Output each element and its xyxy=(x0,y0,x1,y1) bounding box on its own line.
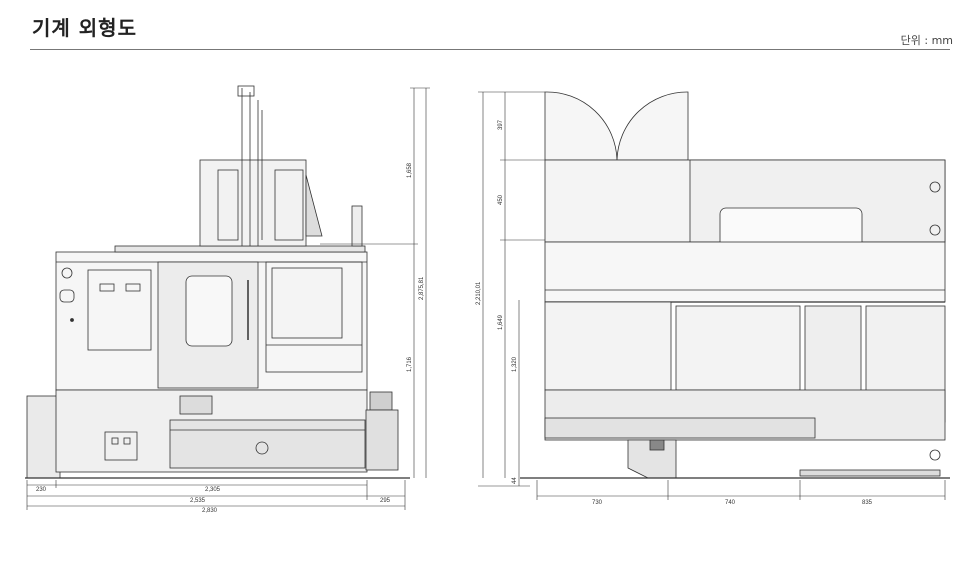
page-title: 기계 외형도 xyxy=(32,16,137,40)
side-door-arc-right xyxy=(616,91,689,161)
side-lower-panel-left xyxy=(544,301,672,391)
side-dim-740: 740 xyxy=(725,500,736,506)
side-dim-44: 44 xyxy=(512,477,518,484)
front-table xyxy=(169,419,366,469)
side-dim-835: 835 xyxy=(862,500,873,506)
front-dim-2875: 2,875,81 xyxy=(419,276,425,300)
side-lower-panel-center xyxy=(675,305,801,391)
side-dim-730: 730 xyxy=(592,500,603,506)
front-dim-2305: 2,305 xyxy=(205,487,221,493)
front-dim-2535: 2,535 xyxy=(190,498,206,504)
side-dim-450: 450 xyxy=(498,194,504,205)
side-dim-2210: 2,210,01 xyxy=(476,281,482,305)
front-dim-295: 295 xyxy=(380,498,391,504)
unit-label: 단위 : mm xyxy=(900,34,953,47)
front-dim-230: 230 xyxy=(36,487,47,493)
front-dim-1716: 1,716 xyxy=(407,356,413,372)
front-right-window xyxy=(265,261,363,373)
side-dim-1649: 1,649 xyxy=(498,314,504,330)
side-dim-397: 397 xyxy=(498,119,504,130)
side-dim-1320: 1,320 xyxy=(512,356,518,372)
front-motor xyxy=(365,409,399,471)
front-view-drawing xyxy=(25,85,430,510)
title-divider xyxy=(30,49,950,50)
front-left-feeder xyxy=(26,395,61,479)
front-dim-2830: 2,830 xyxy=(202,508,218,514)
front-head-column xyxy=(199,159,307,247)
side-door-arc-left xyxy=(544,91,618,161)
front-left-panel xyxy=(87,269,152,351)
side-view-drawing xyxy=(478,91,950,500)
front-dim-1658: 1,658 xyxy=(407,162,413,178)
